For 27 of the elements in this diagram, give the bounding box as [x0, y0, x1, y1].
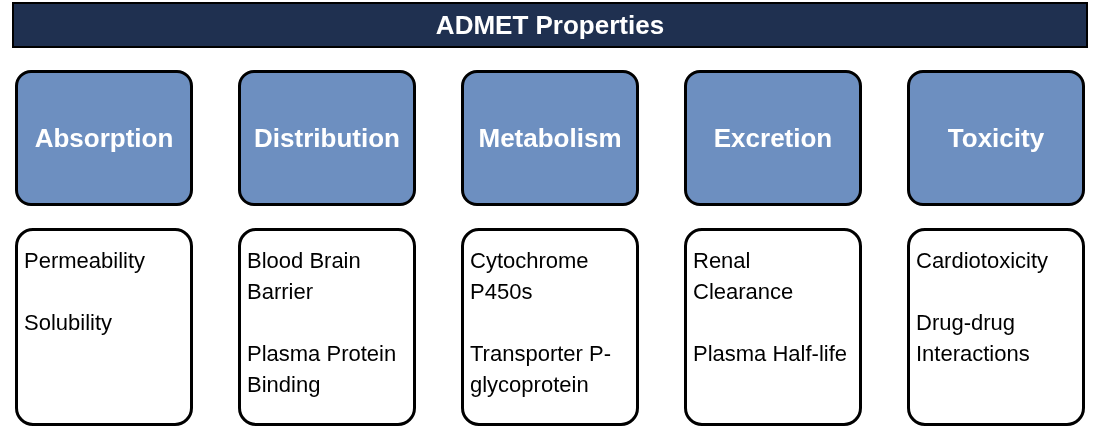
- category-label: Toxicity: [947, 122, 1045, 154]
- property-text: Renal Clearance: [693, 247, 795, 306]
- property-text: Permeability: [24, 247, 147, 275]
- property-text: Plasma Protein Binding: [247, 340, 398, 399]
- property-text: Drug-drug Interactions: [916, 309, 1031, 368]
- category-label: Metabolism: [478, 122, 622, 154]
- category-box: [684, 70, 862, 206]
- property-text: Plasma Half-life: [693, 340, 849, 368]
- property-text: Cytochrome P450s: [470, 247, 590, 306]
- category-label: Absorption: [34, 122, 174, 154]
- property-card: [907, 228, 1085, 426]
- property-card: [15, 228, 193, 426]
- header-band: [12, 2, 1088, 48]
- property-text: Solubility: [24, 309, 114, 337]
- property-card: [684, 228, 862, 426]
- category-label: Excretion: [713, 122, 833, 154]
- category-box: [15, 70, 193, 206]
- property-text: Cardiotoxicity: [916, 247, 1050, 275]
- property-text: Transporter P-glycoprotein: [470, 340, 612, 399]
- property-card: [238, 228, 416, 426]
- property-text: Blood Brain Barrier: [247, 247, 362, 306]
- category-label: Distribution: [254, 122, 400, 154]
- category-box: [238, 70, 416, 206]
- heading: ADMET Properties: [435, 9, 665, 41]
- category-box: [461, 70, 639, 206]
- category-box: [907, 70, 1085, 206]
- property-card: [461, 228, 639, 426]
